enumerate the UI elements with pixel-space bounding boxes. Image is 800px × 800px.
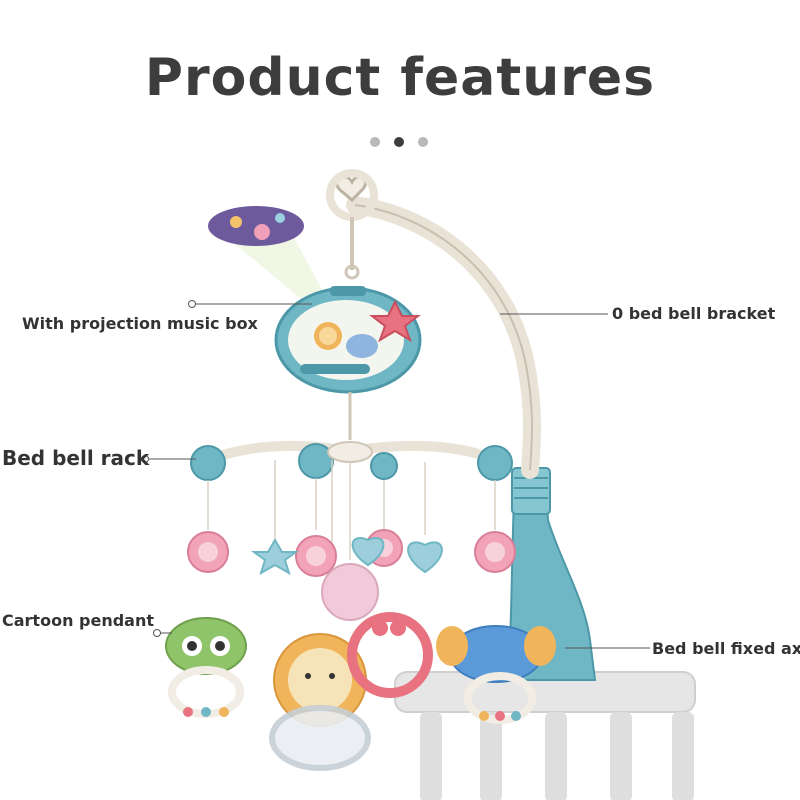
cartoon-pendants [165, 612, 556, 771]
hanging-strings [207, 460, 496, 580]
callout-lines [141, 300, 650, 649]
carousel-dot[interactable] [418, 137, 428, 147]
projection-beam [208, 206, 322, 298]
bed-bell-fixed-axis [503, 467, 597, 681]
carousel-dot-active[interactable] [394, 137, 404, 147]
label-bed-bell-fixed-axis: Bed bell fixed axis [652, 639, 800, 658]
label-bed-bell-bracket: 0 bed bell bracket [612, 304, 776, 323]
label-cartoon-pendant: Cartoon pendant [2, 611, 155, 630]
crib-rail [394, 671, 696, 800]
label-projection-music-box: With projection music box [22, 314, 258, 333]
projection-music-box [274, 286, 422, 440]
page-title: Product features [144, 48, 656, 108]
label-bed-bell-rack: Bed bell rack [2, 446, 150, 470]
carousel-indicator [370, 137, 428, 147]
flower-pendants [187, 529, 516, 621]
carousel-dot[interactable] [370, 137, 380, 147]
bed-bell-bracket [326, 169, 542, 479]
bed-bell-rack [190, 440, 513, 481]
